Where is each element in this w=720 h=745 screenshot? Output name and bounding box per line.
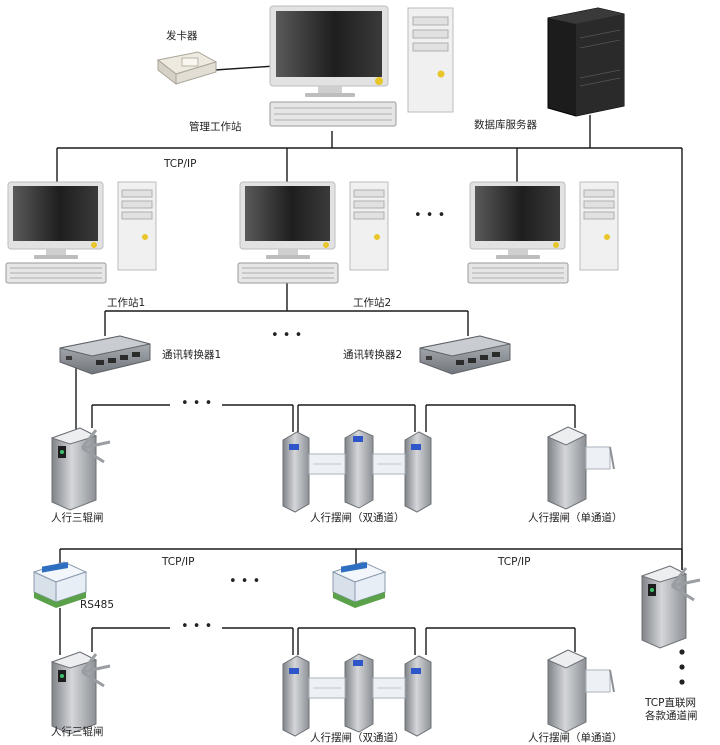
swing-double-label-1: 人行摆闸（双通道） (310, 512, 405, 524)
card-reader-icon (156, 51, 218, 86)
computer-icon (467, 181, 619, 284)
tripod-turnstile-icon (50, 426, 112, 512)
swing-single-label-1: 人行摆闸（单通道） (528, 512, 623, 524)
rs485-label: RS485 (80, 599, 115, 611)
ellipsis-row2: • • • (181, 619, 213, 634)
swing-gate-single-icon (547, 649, 615, 733)
converter-icon (59, 335, 151, 375)
admin-station-label: 管理工作站 (189, 121, 242, 133)
ellipsis-row1: • • • (181, 396, 213, 411)
swing-double-label-2: 人行摆闸（双通道） (310, 732, 405, 744)
swing-single-label-2: 人行摆闸（单通道） (528, 732, 623, 744)
server-tower-icon (547, 7, 625, 117)
computer-icon (5, 181, 157, 284)
tcp-direct-label-1: TCP直联网 (645, 697, 696, 709)
card-reader-label: 发卡器 (166, 30, 198, 42)
ellipsis-workstations: • • • (414, 208, 446, 223)
tcpip-right-label: TCP/IP (498, 556, 531, 568)
io-module-icon (332, 561, 386, 609)
converter-icon (419, 335, 511, 375)
tripod-turnstile-icon (50, 650, 112, 736)
ellipsis-modules: • • • (229, 574, 261, 589)
tripod-label-1: 人行三辊闸 (51, 512, 104, 524)
swing-gate-single-icon (547, 426, 615, 510)
workstation1-label: 工作站1 (107, 297, 146, 309)
tcpip-top-label: TCP/IP (164, 158, 197, 170)
swing-gate-double-icon (282, 429, 432, 513)
tcpip-left-label: TCP/IP (162, 556, 195, 568)
computer-icon (237, 181, 389, 284)
io-module-icon (33, 561, 87, 609)
db-server-label: 数据库服务器 (474, 119, 537, 131)
ellipsis-converters: • • • (271, 328, 303, 343)
swing-gate-double-icon (282, 653, 432, 737)
vertical-ellipsis-icon (679, 649, 685, 685)
converter2-label: 通讯转换器2 (343, 349, 403, 361)
tripod-label-2: 人行三辊闸 (51, 726, 104, 738)
converter1-label: 通讯转换器1 (162, 349, 222, 361)
admin-computer-icon (269, 5, 454, 127)
tripod-turnstile-icon (640, 564, 702, 650)
workstation2-label: 工作站2 (353, 297, 392, 309)
connection-lines (56, 65, 683, 655)
tcp-direct-label-2: 各款通道闸 (645, 710, 698, 722)
